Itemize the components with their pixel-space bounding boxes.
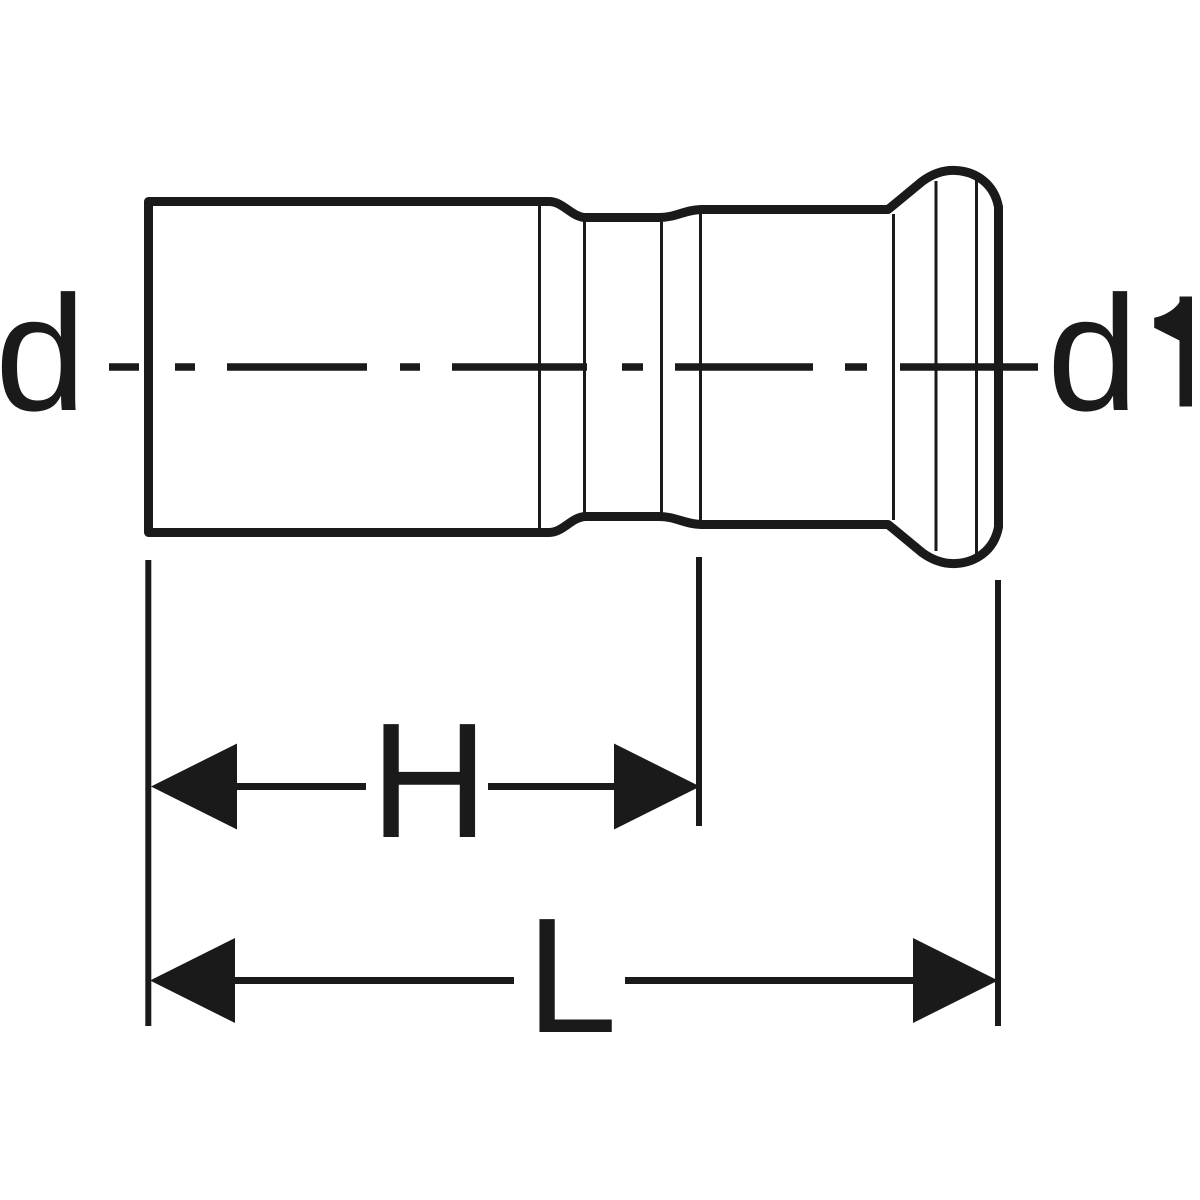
svg-text:H: H xyxy=(370,689,488,872)
svg-text:d: d xyxy=(0,262,86,445)
svg-text:L: L xyxy=(526,884,617,1067)
svg-text:d: d xyxy=(1047,262,1138,445)
